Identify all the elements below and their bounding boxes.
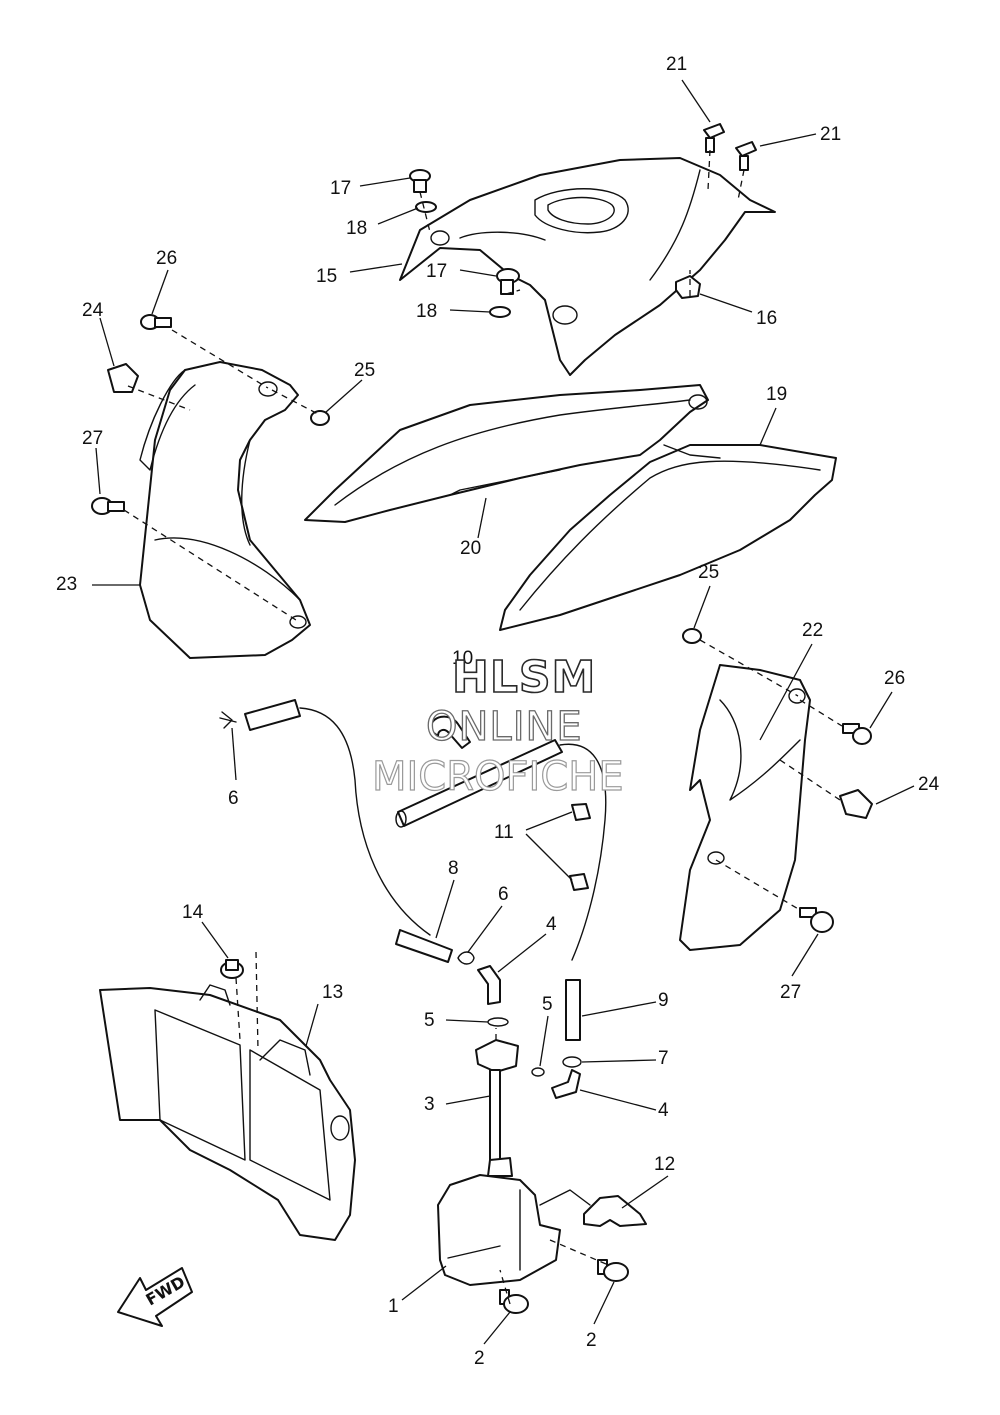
callout-12: 12 <box>654 1154 675 1175</box>
callout-15: 15 <box>316 266 337 287</box>
elbow-4a-icon <box>477 965 501 1005</box>
watermark: HLSM ONLINE MICROFICHE <box>371 651 624 800</box>
watermark-line3: MICROFICHE <box>372 754 624 800</box>
tank-hose-link <box>539 1189 591 1206</box>
tank-cover-part-15 <box>399 157 776 376</box>
watermark-line1: HLSM <box>452 652 596 703</box>
hose-part-10 <box>395 715 563 828</box>
callout-16: 16 <box>756 308 777 329</box>
callout-25b: 25 <box>698 562 719 583</box>
reservoir-tank-part-1 <box>437 1157 561 1286</box>
callout-6b: 6 <box>498 884 509 905</box>
right-shroud-part-22 <box>679 664 811 951</box>
bolt-2a-icon <box>499 1289 529 1314</box>
elbow-4b-icon <box>551 1069 581 1099</box>
bolt-26b-icon <box>842 723 872 745</box>
bolt-26a-icon <box>140 314 172 330</box>
oring-5a-icon <box>487 1017 509 1027</box>
clamp-6b-icon <box>457 951 475 965</box>
bracket-12-icon <box>583 1195 647 1227</box>
clamp-6a-icon <box>219 711 237 729</box>
callout-10: 10 <box>452 648 473 669</box>
callout-8: 8 <box>448 858 459 879</box>
callout-2b: 2 <box>586 1330 597 1351</box>
bracket-24a-icon <box>107 363 139 393</box>
callout-27b: 27 <box>780 982 801 1003</box>
washer-25b-icon <box>682 628 702 644</box>
holder-11a-icon <box>571 803 591 821</box>
callout-20: 20 <box>460 538 481 559</box>
callout-18a: 18 <box>346 218 367 239</box>
callout-9: 9 <box>658 990 669 1011</box>
callout-17a: 17 <box>330 178 351 199</box>
callout-26b: 26 <box>884 668 905 689</box>
callout-4a: 4 <box>546 914 557 935</box>
callout-25a: 25 <box>354 360 375 381</box>
watermark-line2: ONLINE <box>426 704 583 750</box>
install-guides <box>123 149 843 1305</box>
bolt-27a-icon <box>91 497 125 515</box>
callout-24a: 24 <box>82 300 104 321</box>
washer-18b-icon <box>489 306 511 318</box>
callout-23: 23 <box>56 574 77 595</box>
bolt-27b-icon <box>799 907 834 933</box>
hose-part-8 <box>244 699 607 963</box>
bolt-2b-icon <box>597 1259 629 1282</box>
callout-5b: 5 <box>542 994 553 1015</box>
side-panel-part-20 <box>304 384 709 523</box>
callout-21b: 21 <box>820 124 841 145</box>
callout-14: 14 <box>182 902 204 923</box>
fwd-arrow-icon: FWD <box>117 1267 193 1327</box>
cap-pipe-part-3 <box>475 1039 519 1161</box>
callout-6a: 6 <box>228 788 239 809</box>
callout-18b: 18 <box>416 301 437 322</box>
holder-11b-icon <box>569 873 589 891</box>
callout-7: 7 <box>658 1048 669 1069</box>
callout-27a: 27 <box>82 428 103 449</box>
bolt-17a-icon <box>409 169 431 193</box>
callout-21a: 21 <box>666 54 687 75</box>
bolt-14-icon <box>220 959 244 979</box>
hose-part-9 <box>565 979 581 1041</box>
leader-lines <box>92 79 915 1345</box>
washer-7-icon <box>562 1056 582 1068</box>
left-shroud-part-23 <box>139 361 311 659</box>
grommet-16-icon <box>675 275 701 299</box>
callout-1: 1 <box>388 1296 399 1317</box>
callout-22: 22 <box>802 620 823 641</box>
callout-3: 3 <box>424 1094 435 1115</box>
callout-19: 19 <box>766 384 787 405</box>
side-panel-part-19 <box>499 444 837 631</box>
bolt-17b-icon <box>496 268 520 295</box>
bolt-21b-icon <box>735 141 757 171</box>
bolt-21a-icon <box>703 123 725 153</box>
bracket-24b-icon <box>839 789 873 819</box>
callout-24b: 24 <box>918 774 940 795</box>
callout-2a: 2 <box>474 1348 485 1369</box>
callout-13: 13 <box>322 982 343 1003</box>
radiator-guard-part-13 <box>99 984 356 1241</box>
callout-4b: 4 <box>658 1100 669 1121</box>
callout-11: 11 <box>494 822 514 843</box>
oring-5b-icon <box>531 1067 545 1077</box>
callout-labels: 21 21 17 18 15 17 18 16 26 24 25 27 19 2… <box>56 54 940 1369</box>
callout-17b: 17 <box>426 261 447 282</box>
washer-18a-icon <box>415 201 437 213</box>
washer-25a-icon <box>310 410 330 426</box>
callout-26a: 26 <box>156 248 177 269</box>
callout-5a: 5 <box>424 1010 435 1031</box>
